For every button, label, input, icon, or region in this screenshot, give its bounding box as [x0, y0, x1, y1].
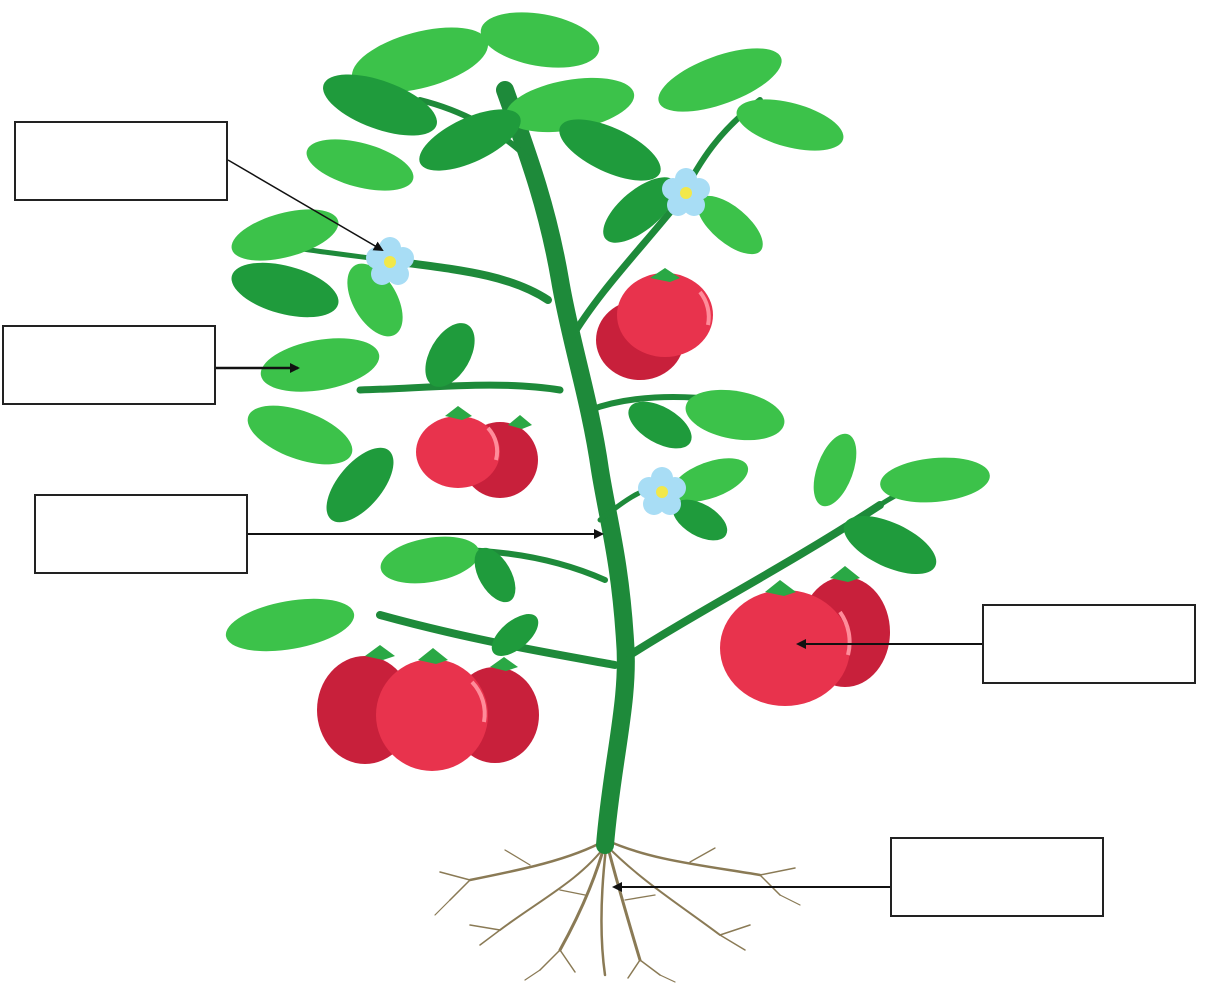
label-box-leaf[interactable]	[2, 325, 216, 405]
tomato-fruit	[416, 406, 538, 498]
flower	[638, 467, 686, 515]
flower	[662, 168, 710, 216]
label-box-stem[interactable]	[34, 494, 248, 574]
label-box-flower[interactable]	[14, 121, 228, 201]
label-box-fruit[interactable]	[982, 604, 1196, 684]
label-box-root[interactable]	[890, 837, 1104, 917]
plant-roots	[435, 840, 800, 982]
tomato-fruit	[317, 645, 539, 771]
